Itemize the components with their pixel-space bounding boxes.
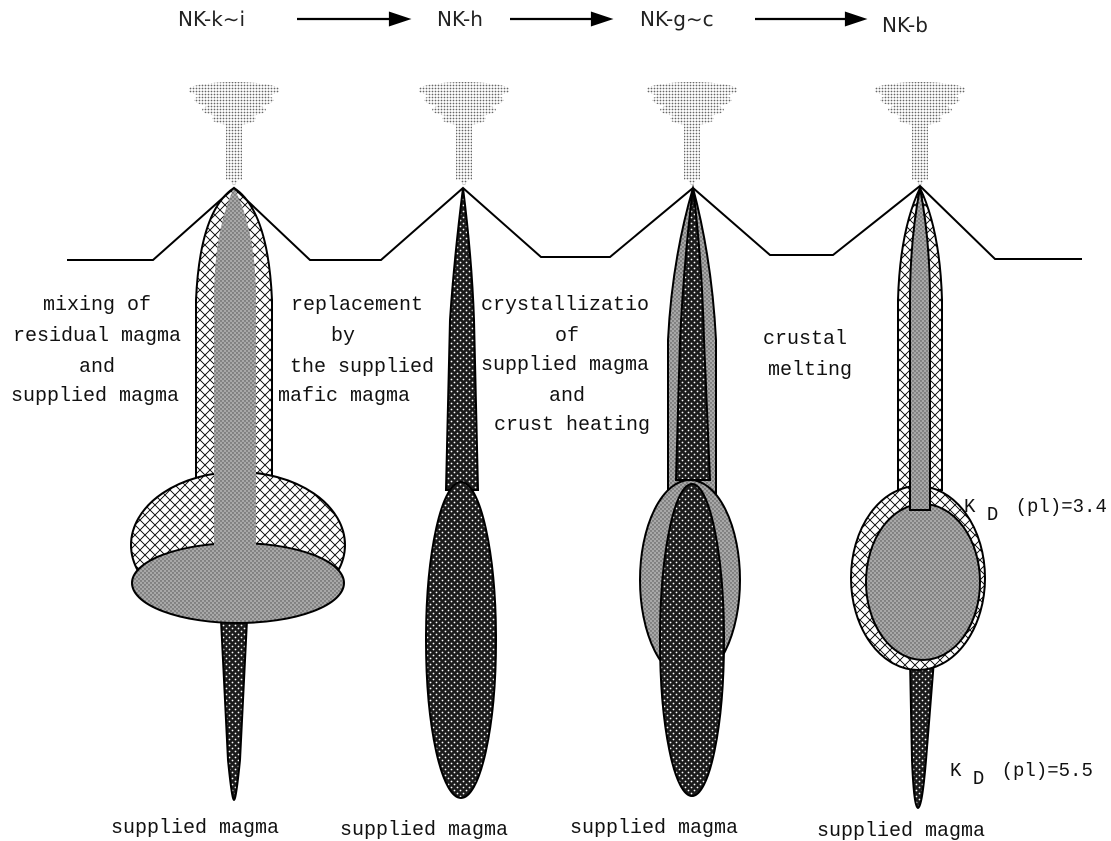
process-3-line-2: of (555, 325, 579, 348)
eruption-plume-1 (188, 82, 280, 186)
process-1-line-4: supplied magma (11, 385, 179, 408)
lower-conduit-1 (220, 600, 248, 800)
kd-upper-subscript: D (987, 504, 998, 526)
grey-conduit-4 (910, 188, 930, 510)
sequence-arrows (297, 13, 864, 25)
dark-conduit-2 (446, 188, 478, 490)
process-2-line-3: the supplied (290, 356, 434, 379)
process-2-line-2: by (331, 325, 355, 348)
bottom-label-1: supplied magma (111, 817, 279, 840)
kd-lower-value: (pl)=5.5 (1002, 760, 1093, 782)
process-2-line-4: mafic magma (278, 385, 410, 408)
bottom-label-2: supplied magma (340, 819, 508, 841)
kd-label-lower: K D (pl)=5.5 (950, 760, 1093, 790)
process-label-3: crystallizatio of supplied magma and cru… (481, 294, 650, 437)
grey-chamber-4 (866, 504, 980, 660)
process-3-line-4: and (549, 385, 585, 408)
stage-label-4: NK-b (882, 13, 928, 37)
process-3-line-5: crust heating (494, 414, 650, 437)
stage-label-2: NK-h (437, 7, 483, 31)
dark-chamber-2 (426, 482, 496, 798)
process-label-2: replacement by the supplied mafic magma (278, 294, 434, 408)
kd-upper-value: (pl)=3.4 (1016, 496, 1107, 518)
process-label-1: mixing of residual magma and supplied ma… (11, 294, 181, 408)
dark-chamber-3 (660, 484, 724, 796)
process-4-line-2: melting (768, 359, 852, 382)
grey-conduit-1 (214, 188, 256, 560)
process-1-line-1: mixing of (43, 294, 151, 317)
bottom-label-4: supplied magma (817, 820, 985, 841)
kd-upper-k: K (964, 496, 976, 518)
lower-conduit-4 (910, 660, 934, 808)
eruption-plume-4 (874, 82, 966, 186)
process-1-line-2: residual magma (13, 325, 181, 348)
stage-label-1: NK-k∼i (178, 7, 245, 31)
process-3-line-3: supplied magma (481, 354, 649, 377)
process-label-4: crustal melting (763, 328, 852, 382)
eruption-plume-2 (418, 82, 510, 186)
process-1-line-3: and (79, 356, 115, 379)
column-2-chamber (426, 188, 496, 798)
bottom-label-3: supplied magma (570, 817, 738, 840)
kd-lower-k: K (950, 760, 962, 782)
kd-label-upper: K D (pl)=3.4 (964, 496, 1107, 526)
process-2-line-1: replacement (291, 294, 423, 317)
column-1-chamber (131, 188, 345, 800)
stage-label-3: NK-g∼c (640, 7, 714, 31)
eruption-plume-3 (646, 82, 738, 186)
kd-lower-subscript: D (973, 768, 984, 790)
process-4-line-1: crustal (763, 328, 847, 351)
column-3-chamber (640, 188, 740, 796)
process-3-line-1: crystallizatio (481, 294, 649, 317)
